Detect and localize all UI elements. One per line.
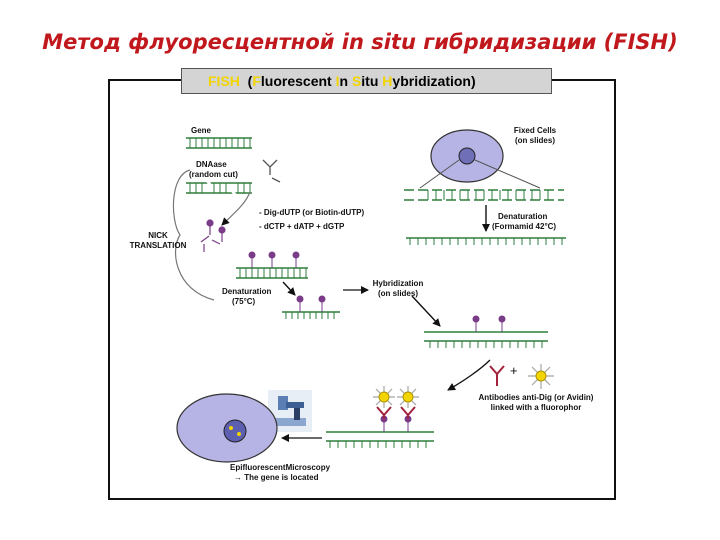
labeled-nucleotides [200,219,226,252]
label-translation: TRANSLATION [129,241,187,250]
single-strand-probe [282,295,340,319]
nick-arrow [221,191,251,226]
label-fixed-cells: Fixed Cells [513,126,557,135]
hybridized-probe [424,315,548,348]
observed-cell [176,393,278,463]
label-antibodies-1: Antibodies anti-Dig (or Avidin) [478,393,594,402]
detection-complex [326,386,434,448]
label-gene-located: → The gene is located [234,473,319,482]
label-temp-left: (75°C) [232,297,256,306]
banner-word-ybridization: ybridization) [392,73,476,89]
hybridization-arrow [411,295,441,327]
denature-left-arrow [282,281,296,296]
dnaase-enzyme-icon [262,159,281,183]
cell-zoom-lines [419,159,541,189]
label-nick: NICK [148,231,168,240]
label-dctp: - dCTP + dATP + dGTP [259,222,345,231]
banner-letter-s: S [351,73,362,89]
labeled-probe-dna [236,251,308,279]
label-hybridization: Hybridization [372,279,424,288]
label-denaturation-left: Denaturation [222,287,272,296]
banner-word-n: n [339,73,352,89]
label-dnaase: DNAase [196,160,227,169]
banner-letter-i: I [335,73,340,89]
banner-word-itu: itu [361,73,383,89]
fish-banner: FISH (Fluorescent In Situ Hybridization) [181,68,552,94]
label-plus: + [510,363,518,378]
banner-letter-f: F [252,73,261,89]
label-formamid: (Formamid 42°C) [492,222,557,231]
banner-word-luorescent: luorescent [260,73,336,89]
banner-fish: FISH [208,73,240,89]
slide-title: Метод флуоресцентной in situ гибридизаци… [42,30,678,54]
label-gene: Gene [191,126,212,135]
label-dig-dutp: - Dig-dUTP (or Biotin-dUTP) [259,208,365,217]
cut-dna [186,178,252,197]
label-on-slides-mid: (on slides) [377,289,418,298]
label-random-cut: (random cut) [189,170,238,179]
banner-paren: ( [247,73,253,89]
antibody-step-arrow [447,359,491,391]
microscope-icon [268,390,312,432]
label-antibodies-2: linked with a fluorophor [490,403,582,412]
label-epi-microscopy: EpifluorescentMicroscopy [230,463,331,472]
fluorophore-icon [528,364,554,389]
nick-translation-bracket [172,169,215,301]
label-on-slides-top: (on slides) [514,136,555,145]
target-dna [404,189,564,201]
target-single-strand [406,237,566,245]
banner-letter-h: H [382,73,393,89]
antibody-icon [489,365,505,386]
gene-dna [186,137,252,149]
fixed-cell [430,129,504,183]
label-denaturation-right: Denaturation [498,212,548,221]
